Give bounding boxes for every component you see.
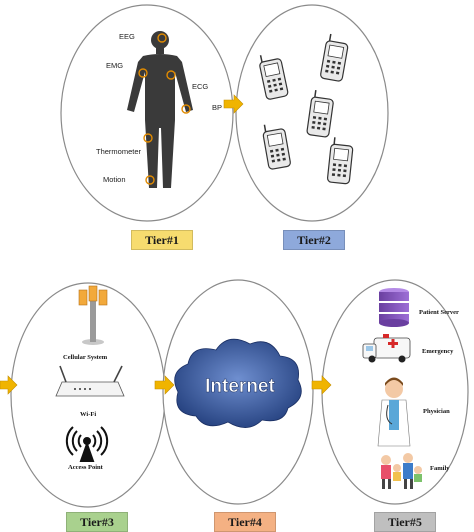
internet-label: Internet — [205, 376, 275, 397]
mobile-phone-icon — [262, 124, 291, 170]
tier-2-label: Tier#2 — [283, 230, 345, 250]
arrow-icon — [311, 375, 332, 395]
ambulance-icon — [362, 334, 411, 363]
network-label-access-point: Access Point — [68, 464, 103, 471]
service-label-patient-server: Patient Server — [419, 309, 459, 316]
service-label-emergency: Emergency — [422, 348, 454, 355]
service-label-physician: Physician — [423, 408, 450, 415]
tier-4-label: Tier#4 — [214, 512, 276, 532]
sensor-label-eeg: EEG — [119, 32, 135, 41]
sensor-label-ecg: ECG — [192, 82, 209, 91]
cellular-tower-icon — [78, 285, 108, 345]
tier-5-label: Tier#5 — [374, 512, 436, 532]
patient-server-icon — [379, 288, 409, 327]
sensor-icon — [138, 33, 191, 185]
mobile-phone-icon — [259, 55, 289, 100]
mobile-phone-icon — [326, 137, 354, 185]
sensor-label-emg: EMG — [106, 61, 124, 70]
service-label-family: Family — [430, 465, 450, 472]
mobile-phone-icon — [306, 90, 334, 138]
network-label-wifi: Wi-Fi — [80, 411, 97, 418]
family-icon — [381, 453, 422, 489]
tier-3-label: Tier#3 — [66, 512, 128, 532]
sensor-label-motion: Motion — [103, 175, 126, 184]
arrow-icon — [154, 375, 175, 395]
physician-icon — [377, 377, 411, 447]
access-point-icon — [65, 426, 109, 462]
arrow-icon — [0, 375, 18, 395]
arrow-icon — [223, 94, 244, 114]
mobile-phone-icon — [320, 33, 349, 82]
wifi-router-icon — [55, 365, 125, 397]
mobile-phones — [259, 33, 354, 185]
network-label-cellular: Cellular System — [63, 354, 108, 361]
tier-1-label: Tier#1 — [131, 230, 193, 250]
sensor-label-bp: BP — [212, 103, 223, 112]
internet-cloud-icon — [174, 338, 302, 428]
sensor-label-thermometer: Thermometer — [96, 147, 142, 156]
